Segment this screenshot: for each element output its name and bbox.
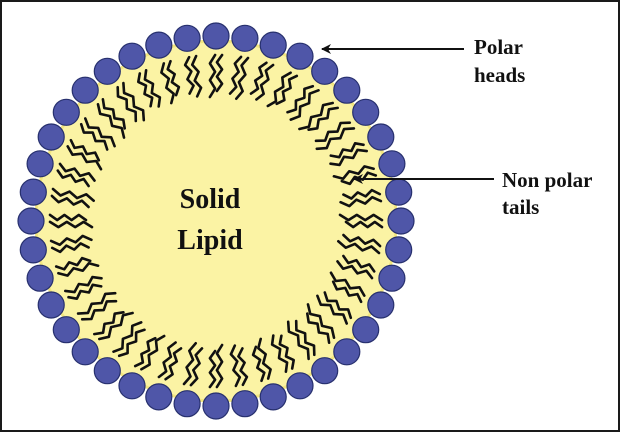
polar-head [260, 384, 286, 410]
polar-head [20, 237, 46, 263]
polar-head [119, 373, 145, 399]
polar-head [203, 23, 229, 49]
polar-head [334, 77, 360, 103]
polar-head [287, 43, 313, 69]
non-polar-tails-label-line1: Non polar [502, 168, 592, 192]
core-label-line1: Solid [180, 184, 241, 215]
polar-head [386, 179, 412, 205]
polar-head [379, 151, 405, 177]
polar-head [232, 391, 258, 417]
polar-head [203, 393, 229, 419]
polar-head [174, 25, 200, 51]
polar-head [368, 292, 394, 318]
polar-head [38, 292, 64, 318]
polar-head [368, 124, 394, 150]
polar-head [260, 32, 286, 58]
polar-head [119, 43, 145, 69]
polar-head [174, 391, 200, 417]
polar-heads-label-line2: heads [474, 63, 525, 87]
polar-head [232, 25, 258, 51]
polar-head [94, 58, 120, 84]
polar-head [53, 317, 79, 343]
polar-head [334, 339, 360, 365]
polar-head [146, 384, 172, 410]
polar-head [287, 373, 313, 399]
polar-head [72, 77, 98, 103]
polar-head [38, 124, 64, 150]
polar-head [312, 358, 338, 384]
polar-head [94, 358, 120, 384]
polar-head [18, 208, 44, 234]
polar-head [353, 99, 379, 125]
polar-head [386, 237, 412, 263]
polar-head [353, 317, 379, 343]
polar-heads-label-line1: Polar [474, 35, 523, 59]
polar-head [388, 208, 414, 234]
polar-head [312, 58, 338, 84]
polar-head [72, 339, 98, 365]
polar-head [20, 179, 46, 205]
core-label-line2: Lipid [177, 225, 243, 256]
polar-head [27, 265, 53, 291]
polar-head [379, 265, 405, 291]
polar-head [27, 151, 53, 177]
polar-head [146, 32, 172, 58]
polar-head [53, 99, 79, 125]
non-polar-tails-label-line2: tails [502, 195, 539, 219]
